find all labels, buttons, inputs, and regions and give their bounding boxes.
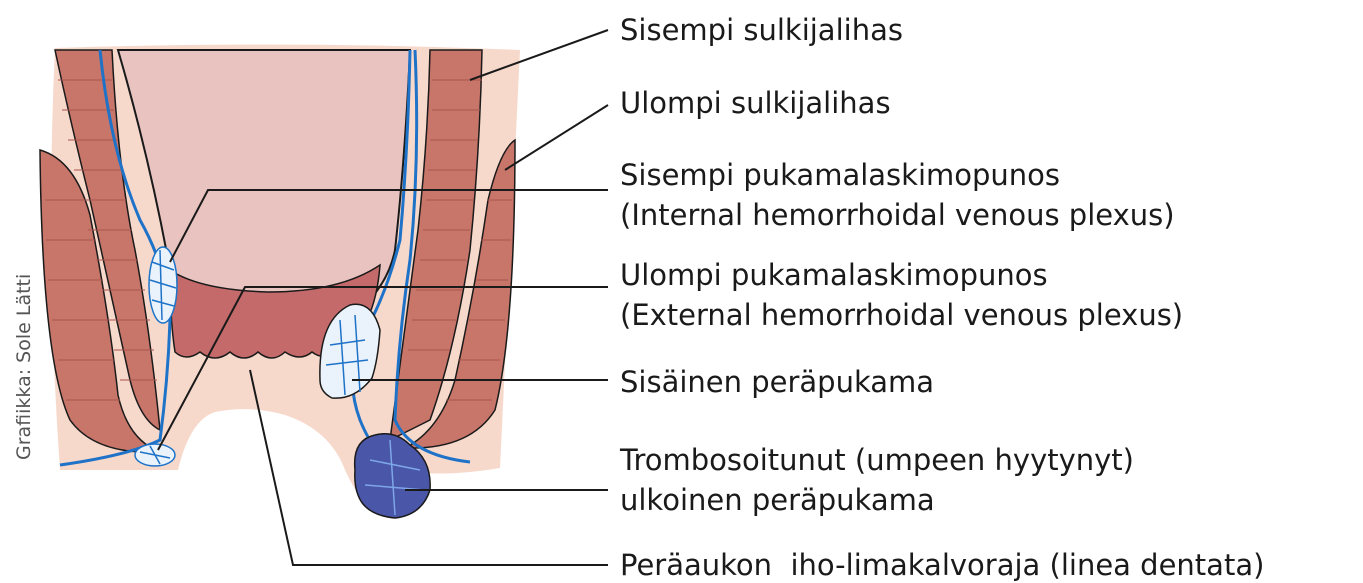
label-thrombosed-hemorrhoid-2: ulkoinen peräpukama [620,483,935,517]
label-external-sphincter: Ulompi sulkijalihas [620,86,891,120]
label-internal-plexus: Sisempi pukamalaskimopunos [620,158,1060,192]
label-internal-plexus-en: (Internal hemorrhoidal venous plexus) [620,198,1175,232]
label-internal-hemorrhoid: Sisäinen peräpukama [620,365,934,399]
label-internal-sphincter: Sisempi sulkijalihas [620,13,903,47]
label-dentate-line: Peräaukon iho-limakalvoraja (linea denta… [620,548,1264,582]
label-thrombosed-hemorrhoid: Trombosoitunut (umpeen hyytynyt) [619,443,1134,477]
credit-text: Grafiikka: Sole Lätti [13,274,35,460]
label-external-plexus: Ulompi pukamalaskimopunos [620,258,1048,292]
external-plexus-network [135,444,175,466]
labels: Sisempi sulkijalihas Ulompi sulkijalihas… [619,13,1264,582]
label-external-plexus-en: (External hemorrhoidal venous plexus) [620,298,1183,332]
